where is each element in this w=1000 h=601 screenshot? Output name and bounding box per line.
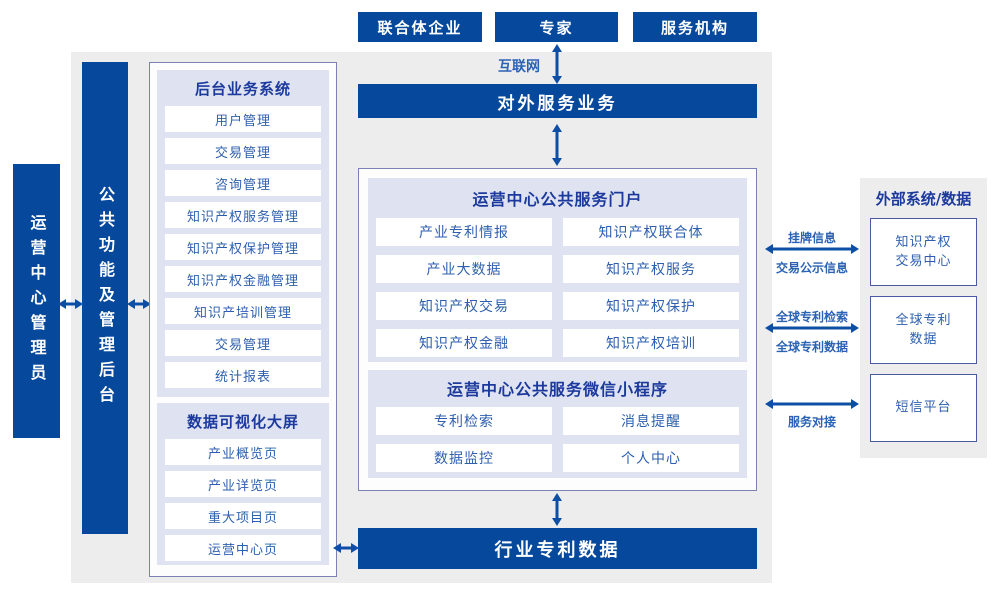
miniprogram-title: 运营中心公共服务微信小程序 (446, 380, 668, 399)
portal-item: 知识产权联合体 (563, 218, 739, 246)
external-box-line: 知识产权 (895, 234, 952, 250)
external-service-label: 对外服务业务 (497, 93, 618, 114)
link2-label-below: 全球专利数据 (775, 340, 848, 354)
portal-item: 知识产权服务 (563, 255, 739, 283)
backend-item: 咨询管理 (165, 170, 321, 196)
miniprogram-item: 消息提醒 (563, 407, 739, 435)
arrow-head-left (58, 299, 66, 309)
link3-label-below: 服务对接 (787, 415, 836, 429)
backend-item: 知识产培训管理 (165, 298, 321, 324)
arrow-admin-to-backend (58, 299, 83, 309)
arrow-head-right (351, 543, 359, 553)
arrow-head-up (552, 493, 562, 501)
arrow-head-up (552, 124, 562, 132)
actor-box-consortium-enterprise: 联合体企业 (358, 12, 482, 42)
backend-item: 知识产权保护管理 (165, 234, 321, 260)
backend-item: 用户管理 (165, 106, 321, 132)
external-box-line: 交易中心 (895, 254, 952, 269)
backend-system-title: 后台业务系统 (194, 80, 291, 98)
dataviz-item: 重大项目页 (165, 503, 321, 529)
backend-system-panel: 后台业务系统 用户管理 交易管理 咨询管理 知识产权服务管理 知识产权保护管理 … (157, 70, 329, 397)
external-box-global-patent-data: 全球专利 数据 (870, 296, 977, 364)
actor-label: 服务机构 (660, 18, 729, 37)
portal-item: 产业专利情报 (376, 218, 552, 246)
link1-label-above: 挂牌信息 (787, 231, 836, 245)
backend-functions-label: 公共功能及管理后台 (96, 185, 115, 411)
portal-item: 知识产权培训 (563, 329, 739, 357)
arrow-head-down (552, 518, 562, 526)
actor-box-service-orgs: 服务机构 (633, 12, 757, 42)
portal-item: 知识产权保护 (563, 292, 739, 320)
external-box-line: 全球专利 (895, 312, 952, 328)
portal-panel: 运营中心公共服务门户 产业专利情报 知识产权联合体 产业大数据 知识产权服务 知… (368, 178, 747, 362)
arrow-link-sms (765, 399, 859, 409)
arrow-head-right (851, 399, 859, 409)
external-box-line: 数据 (909, 332, 938, 347)
arrow-bar-to-center (552, 124, 562, 166)
arrow-line (770, 326, 854, 330)
miniprogram-item: 专利检索 (376, 407, 552, 435)
arrow-backend-to-system (127, 299, 151, 309)
external-box-sms-platform: 短信平台 (870, 374, 977, 442)
backend-functions-bar: 公共功能及管理后台 (82, 62, 128, 534)
backend-item: 知识产权服务管理 (165, 202, 321, 228)
dataviz-item: 运营中心页 (165, 535, 321, 561)
arrow-head-up (552, 44, 562, 52)
dataviz-item: 产业概览页 (165, 439, 321, 465)
miniprogram-item: 个人中心 (563, 444, 739, 472)
actor-label: 联合体企业 (377, 18, 463, 37)
backend-item: 知识产权金融管理 (165, 266, 321, 292)
arrow-line (770, 402, 854, 406)
arrow-line (555, 49, 559, 79)
miniprogram-panel: 运营中心公共服务微信小程序 专利检索 消息提醒 数据监控 个人中心 (368, 370, 747, 478)
arrow-head-right (75, 299, 83, 309)
backend-item: 交易管理 (165, 330, 321, 356)
arrow-line (63, 302, 78, 306)
arrow-internet-vertical (552, 44, 562, 84)
arrow-head-left (333, 543, 341, 553)
portal-title: 运营中心公共服务门户 (472, 190, 643, 209)
actor-box-experts: 专家 (495, 12, 618, 42)
actor-label: 专家 (539, 18, 574, 37)
link2-label-above: 全球专利检索 (775, 310, 848, 324)
data-viz-title: 数据可视化大屏 (186, 413, 299, 431)
arrow-line (555, 129, 559, 161)
arrow-line (770, 247, 854, 251)
backend-item: 统计报表 (165, 362, 321, 388)
arrow-head-left (765, 323, 773, 333)
external-box-line: 短信平台 (895, 400, 952, 416)
arrow-head-left (765, 399, 773, 409)
miniprogram-item: 数据监控 (376, 444, 552, 472)
arrow-line (338, 546, 354, 550)
arrow-dataviz-to-patent-bar (333, 543, 359, 553)
backend-item: 交易管理 (165, 138, 321, 164)
data-viz-panel: 数据可视化大屏 产业概览页 产业详览页 重大项目页 运营中心页 (157, 403, 329, 565)
industry-patent-label: 行业专利数据 (494, 539, 621, 561)
arrow-head-down (552, 76, 562, 84)
arrow-head-left (765, 244, 773, 254)
arrow-head-left (127, 299, 135, 309)
arrow-head-right (851, 244, 859, 254)
link1-label-below: 交易公示信息 (775, 261, 848, 275)
admin-role-label: 运营中心管理员 (27, 213, 47, 389)
portal-item: 知识产权交易 (376, 292, 552, 320)
arrow-head-down (552, 158, 562, 166)
arrow-link-trading-center (765, 244, 859, 254)
portal-item: 产业大数据 (376, 255, 552, 283)
arrow-link-global-patent (765, 323, 859, 333)
arrow-center-to-patent-bar (552, 493, 562, 526)
arrow-line (555, 498, 559, 521)
portal-item: 知识产权金融 (376, 329, 552, 357)
external-box-ip-trading-center: 知识产权 交易中心 (870, 218, 977, 286)
external-service-bar: 对外服务业务 (358, 84, 757, 118)
arrow-line (132, 302, 146, 306)
arrow-head-right (851, 323, 859, 333)
dataviz-item: 产业详览页 (165, 471, 321, 497)
external-systems-title: 外部系统/数据 (875, 190, 972, 208)
arrow-head-right (143, 299, 151, 309)
admin-role-bar: 运营中心管理员 (13, 164, 60, 438)
internet-label: 互联网 (498, 59, 540, 75)
industry-patent-bar: 行业专利数据 (358, 528, 757, 569)
